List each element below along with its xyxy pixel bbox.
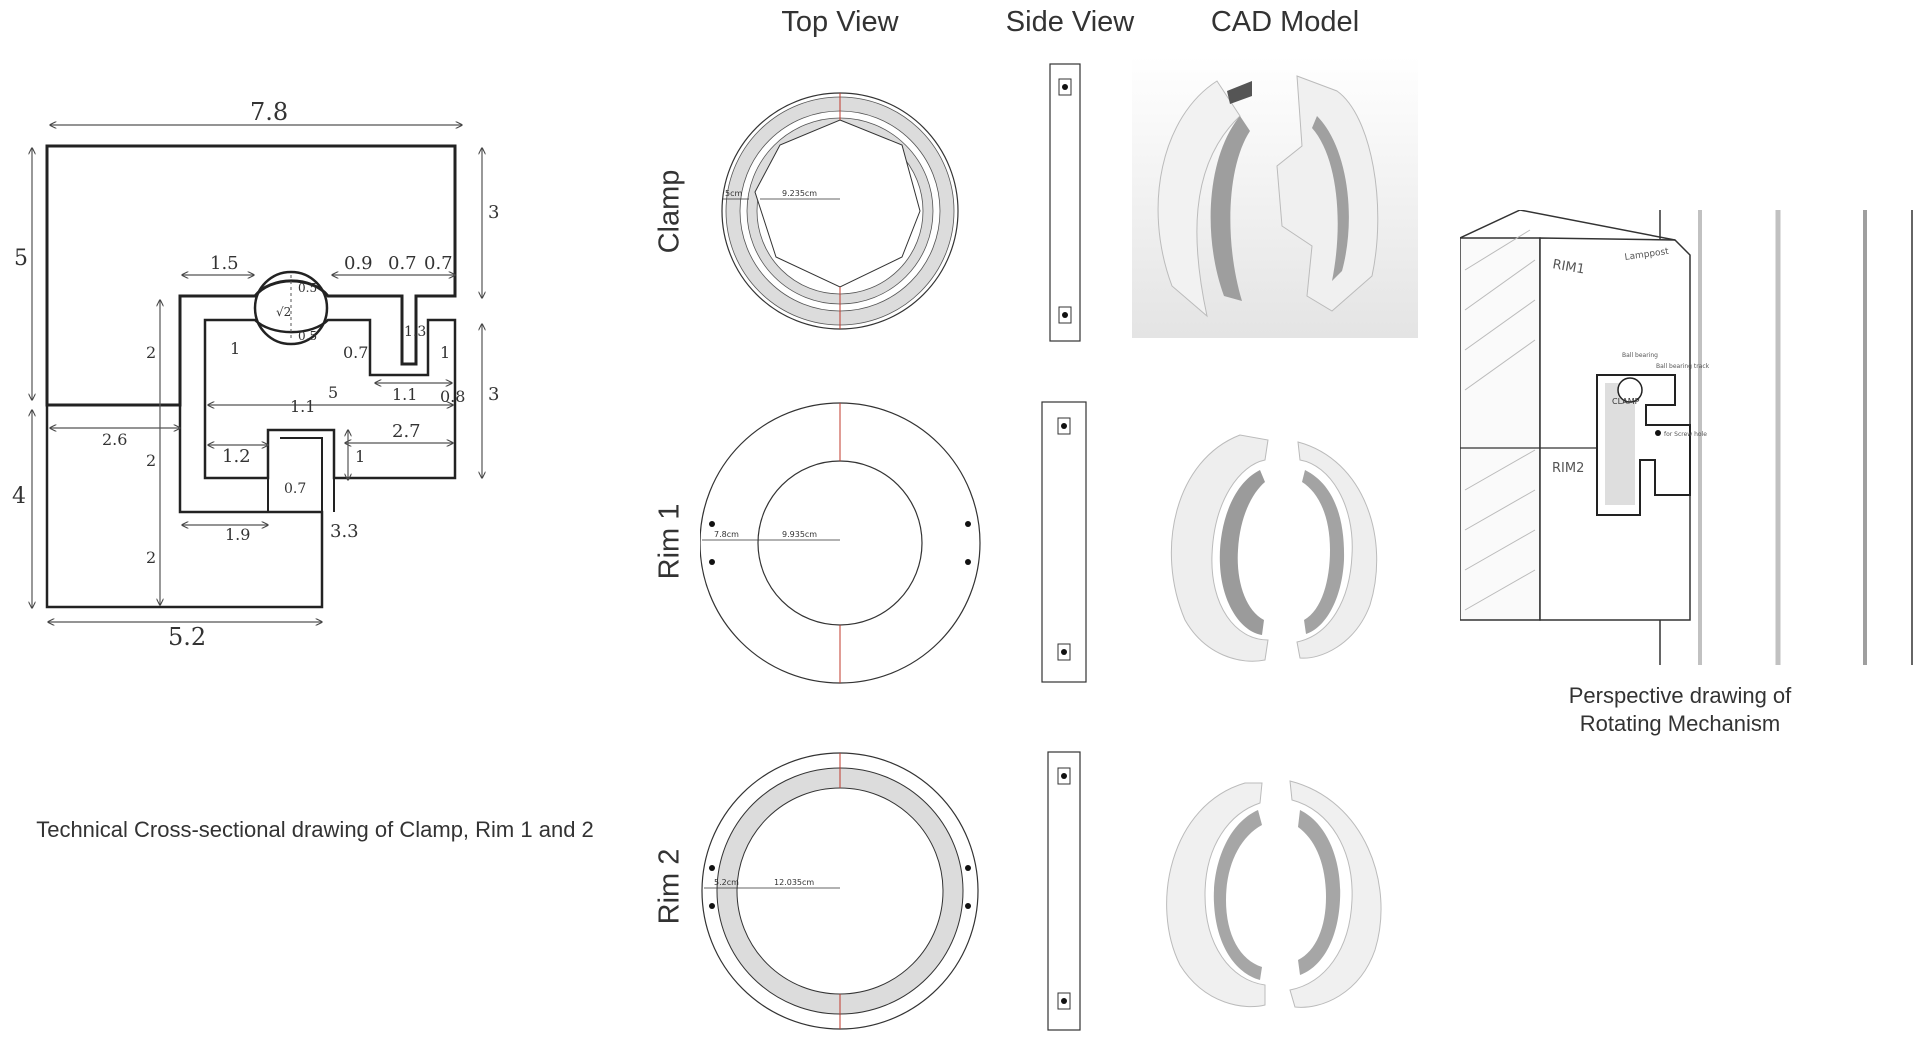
dim-0-8: 0.8 bbox=[440, 387, 465, 406]
label-screw-note: for Screw hole bbox=[1664, 431, 1707, 438]
cad-model-clamp bbox=[1132, 56, 1418, 338]
rim2-dim-small: 5.2cm bbox=[714, 878, 739, 887]
dim-1-5: 1.5 bbox=[210, 253, 239, 274]
dim-3-3: 3.3 bbox=[330, 521, 359, 542]
dim-sqrt2: √2 bbox=[276, 305, 291, 319]
cad-model-rim1 bbox=[1170, 434, 1378, 662]
top-view-rim1: 7.8cm 9.935cm bbox=[700, 402, 981, 684]
header-top-view: Top View bbox=[781, 6, 899, 38]
dim-1c: 1 bbox=[355, 447, 365, 466]
top-view-clamp: 5cm 9.235cm bbox=[721, 92, 959, 330]
label-rim1: RIM1 bbox=[1551, 257, 1585, 277]
dim-bottom-width: 5.2 bbox=[168, 623, 206, 651]
dim-1-3: 1.3 bbox=[404, 324, 426, 340]
clamp-dim-small: 5cm bbox=[725, 189, 742, 198]
row-label-rim1: Rim 1 bbox=[653, 503, 686, 580]
dim-5: 5 bbox=[328, 383, 338, 402]
cross-section-caption: Technical Cross-sectional drawing of Cla… bbox=[36, 817, 594, 842]
dim-0-5b: 0.5 bbox=[298, 329, 317, 343]
dim-2c: 2 bbox=[146, 548, 156, 567]
clamp-dim-big: 9.235cm bbox=[782, 189, 817, 198]
row-label-rim2: Rim 2 bbox=[653, 848, 686, 925]
header-side-view: Side View bbox=[1005, 6, 1135, 38]
dim-0-5a: 0.5 bbox=[298, 281, 317, 295]
side-view-clamp bbox=[1049, 63, 1081, 342]
rim1-dim-big: 9.935cm bbox=[782, 530, 817, 539]
row-label-clamp: Clamp bbox=[653, 169, 686, 254]
dim-left-lower: 4 bbox=[12, 484, 26, 509]
side-view-rim1 bbox=[1041, 401, 1087, 683]
dim-2-7: 2.7 bbox=[392, 421, 421, 442]
top-view-rim2: 5.2cm 12.035cm bbox=[701, 752, 979, 1030]
dim-1-1b: 1.1 bbox=[290, 397, 315, 416]
rim2-outline bbox=[45, 403, 324, 609]
dim-left-upper: 5 bbox=[14, 246, 28, 271]
dim-0-7c: 0.7 bbox=[343, 343, 368, 362]
perspective-caption-line1: Perspective drawing of bbox=[1568, 683, 1792, 708]
dim-right-upper: 3 bbox=[488, 202, 499, 223]
label-clamp: CLAMP bbox=[1612, 397, 1640, 406]
dim-1a: 1 bbox=[230, 339, 240, 358]
dim-1-2: 1.2 bbox=[222, 446, 251, 467]
dim-right-mid: 3 bbox=[488, 384, 499, 405]
perspective-caption: Perspective drawing of Rotating Mechanis… bbox=[1520, 682, 1840, 738]
dim-1-9: 1.9 bbox=[225, 525, 250, 544]
dim-1b: 1 bbox=[440, 343, 450, 362]
perspective-drawing: RIM1 RIM2 Lamppost CLAMP Ball bearing Ba… bbox=[1460, 210, 1913, 665]
cad-model-rim2 bbox=[1166, 780, 1382, 1008]
rim2-dim-big: 12.035cm bbox=[774, 878, 814, 887]
side-view-rim2 bbox=[1047, 751, 1081, 1031]
header-cad-model: CAD Model bbox=[1210, 6, 1360, 38]
dim-0-7d: 0.7 bbox=[284, 481, 306, 497]
dim-0-7a: 0.7 bbox=[388, 253, 417, 274]
dim-2b: 2 bbox=[146, 451, 156, 470]
cross-section-drawing: 7.8 5 4 3 3 5.2 1.5 0.9 0.7 0.7 0.5 √2 0… bbox=[12, 100, 499, 651]
rim1-outline bbox=[203, 318, 457, 480]
ball-bearing bbox=[253, 270, 329, 346]
label-ball-bearing-track: Ball bearing track bbox=[1656, 363, 1710, 370]
label-rim2: RIM2 bbox=[1552, 461, 1584, 476]
label-ball-bearing: Ball bearing bbox=[1622, 352, 1658, 359]
dim-2a: 2 bbox=[146, 343, 156, 362]
dim-2-6: 2.6 bbox=[102, 430, 127, 449]
rim1-dim-small: 7.8cm bbox=[714, 530, 739, 539]
dim-0-9: 0.9 bbox=[344, 253, 373, 274]
clamp-outline bbox=[45, 144, 457, 407]
dim-0-7b: 0.7 bbox=[424, 253, 453, 274]
dim-1-1a: 1.1 bbox=[392, 385, 417, 404]
perspective-caption-line2: Rotating Mechanism bbox=[1579, 711, 1781, 736]
dim-top-width: 7.8 bbox=[250, 100, 288, 126]
